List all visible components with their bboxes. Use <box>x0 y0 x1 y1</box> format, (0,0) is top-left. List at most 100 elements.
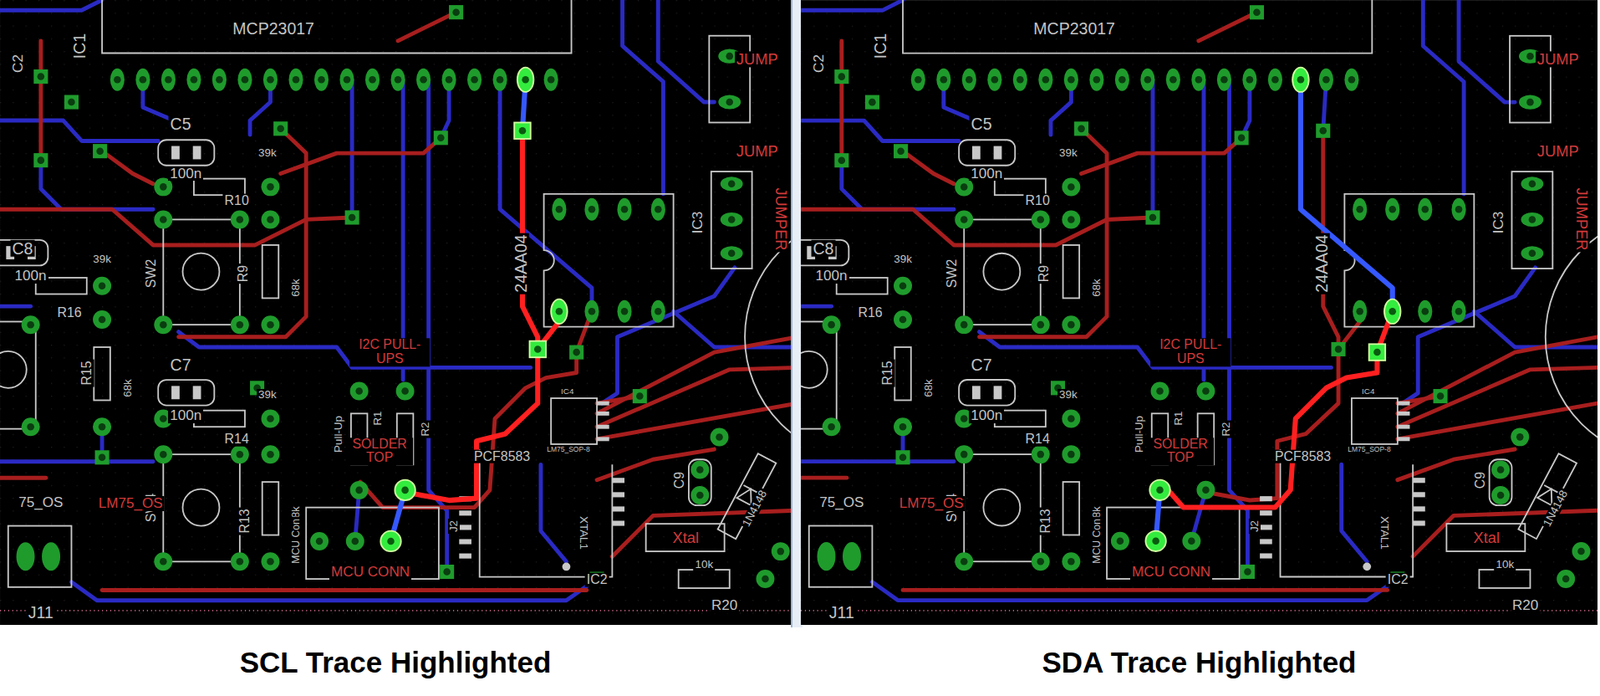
silkscreen-label: Xtal <box>671 529 702 546</box>
silkscreen-label: 68k <box>122 377 134 399</box>
silkscreen-label: Xtal <box>1472 529 1503 546</box>
silkscreen-label: 100n <box>13 268 49 284</box>
silkscreen-label: C9 <box>1473 469 1488 490</box>
silkscreen-label: 39k <box>256 147 279 159</box>
silkscreen-label: MCU Con <box>1091 516 1103 566</box>
silkscreen-label: C9 <box>672 469 688 490</box>
silkscreen-label: SOLDER TOP <box>1146 437 1214 465</box>
silkscreen-label: C2 <box>10 52 26 75</box>
silkscreen-label: MCP23017 <box>230 20 316 37</box>
silkscreen-label: JUMP <box>1535 142 1581 159</box>
silkscreen-label: C8 <box>810 239 836 256</box>
silkscreen-label: IC2 <box>1385 572 1411 587</box>
silkscreen-label: LM75_SOP-8 <box>1345 445 1393 454</box>
silkscreen-label: 100n <box>168 166 204 182</box>
silkscreen-label: IC4 <box>1360 386 1376 395</box>
silkscreen-label: 10k <box>692 558 715 571</box>
silkscreen-label: XTAL1 <box>577 514 590 551</box>
silkscreen-label: R9 <box>235 263 250 284</box>
silkscreen-label: R13 <box>238 506 253 535</box>
scl-trace-highlight <box>391 79 560 541</box>
silkscreen-label: 39k <box>91 253 113 265</box>
silkscreen-label: R1 <box>1172 409 1185 428</box>
panel-caption: SCL Trace Highlighted <box>0 645 791 679</box>
silkscreen-label: 100n <box>814 268 850 284</box>
silkscreen-label: R14 <box>223 432 251 447</box>
silkscreen-label: R10 <box>1024 193 1052 209</box>
pcb-board <box>800 0 1598 625</box>
silkscreen-label: C2 <box>811 52 827 75</box>
silkscreen-label: JUMP <box>1535 50 1581 67</box>
silkscreen-label: JUMP <box>734 142 780 159</box>
silkscreen-label: 39k <box>256 388 279 401</box>
silkscreen-label: C5 <box>168 114 194 132</box>
silkscreen-label: 24AA04 <box>511 232 529 294</box>
silkscreen-label: LM75_OS <box>897 495 966 511</box>
silkscreen-label: Pull-Up <box>1133 413 1146 454</box>
silkscreen-label: 39k <box>1057 147 1080 159</box>
silkscreen-label: C7 <box>168 356 194 373</box>
panel-divider <box>790 0 803 627</box>
silkscreen-label: MCU Con <box>290 516 302 566</box>
silkscreen-label: IC1 <box>871 31 889 61</box>
silkscreen-label: IC3 <box>1491 209 1507 236</box>
silkscreen-label: 68k <box>290 276 302 299</box>
silkscreen-label: MCU CONN <box>329 564 412 580</box>
silkscreen-label: PCF8583 <box>472 448 532 464</box>
silkscreen-label: MCP23017 <box>1031 20 1117 37</box>
silkscreen-label: R15 <box>880 358 895 387</box>
silkscreen-label: J11 <box>26 603 56 621</box>
silkscreen-label: 75_OS <box>16 494 65 510</box>
silkscreen-label: R2 <box>419 419 432 438</box>
silkscreen-label: R15 <box>79 358 94 387</box>
silkscreen-label: R16 <box>55 305 83 320</box>
silkscreen-label: R10 <box>223 193 251 209</box>
silkscreen-label: 1N4148 <box>739 486 770 530</box>
silkscreen-label: 10k <box>1493 558 1516 571</box>
silkscreen-label: 75_OS <box>817 494 866 510</box>
silkscreen-label: JUMP <box>734 50 780 67</box>
silkscreen-label: 39k <box>891 253 914 265</box>
silkscreen-label: C5 <box>969 114 994 132</box>
silkscreen-label: Pull-Up <box>332 413 345 454</box>
silkscreen-label: R14 <box>1024 432 1052 447</box>
silkscreen-label: R16 <box>856 305 884 320</box>
silkscreen-label: IC2 <box>585 572 610 587</box>
pcb-board <box>0 0 791 625</box>
silkscreen-label: IC4 <box>559 386 576 395</box>
silkscreen-label: C7 <box>969 356 994 373</box>
silkscreen-label: MCU CONN <box>1130 564 1213 580</box>
silkscreen-label: 24AA04 <box>1312 232 1330 294</box>
silkscreen-label: R20 <box>1510 597 1540 613</box>
silkscreen-label: J2 <box>1248 518 1261 534</box>
sda-trace-highlight <box>1156 79 1393 541</box>
silkscreen-label: JUMPER <box>772 186 789 253</box>
silkscreen-label: 68k <box>922 377 935 399</box>
silkscreen-label: I2C PULL-UPS <box>1151 337 1232 366</box>
silkscreen-label: J2 <box>448 518 460 534</box>
silkscreen-label: PCF8583 <box>1273 448 1333 464</box>
silkscreen-label: 39k <box>1057 388 1080 401</box>
silkscreen-label: IC3 <box>690 209 706 236</box>
silkscreen-label: 1N4148 <box>1540 486 1571 530</box>
silkscreen-label: R9 <box>1036 263 1051 284</box>
silkscreen-label: 68k <box>1090 276 1103 299</box>
silkscreen-label: 100n <box>968 407 1004 423</box>
silkscreen-label: IC1 <box>71 31 88 61</box>
silkscreen-label: 100n <box>168 407 204 423</box>
silkscreen-label: SW2 <box>143 257 158 290</box>
silkscreen-label: SOLDER TOP <box>346 437 413 465</box>
silkscreen-label: LM75_SOP-8 <box>545 445 592 454</box>
silkscreen-label: XTAL1 <box>1378 514 1391 551</box>
silkscreen-label: 100n <box>968 166 1004 182</box>
silkscreen-label: R2 <box>1220 419 1233 438</box>
silkscreen-label: C8 <box>10 239 35 256</box>
silkscreen-label: R1 <box>371 409 384 428</box>
silkscreen-label: JUMPER <box>1573 186 1590 253</box>
silkscreen-label: R13 <box>1039 506 1054 535</box>
silkscreen-label: R20 <box>709 597 739 613</box>
silkscreen-label: J11 <box>827 603 857 621</box>
silkscreen-label: SW2 <box>944 257 959 290</box>
silkscreen-label: LM75_OS <box>96 495 165 511</box>
silkscreen-label: I2C PULL-UPS <box>350 337 431 366</box>
